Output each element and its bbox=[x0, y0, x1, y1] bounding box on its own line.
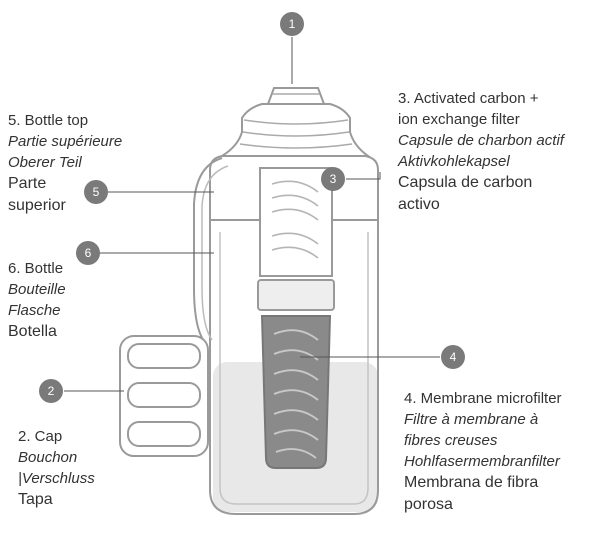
callout-6: 6 bbox=[76, 241, 100, 265]
callout-number: 3 bbox=[330, 172, 337, 186]
label-french: Partie supérieure bbox=[8, 133, 123, 150]
label-title-cont: ion exchange filter bbox=[398, 111, 520, 128]
label-title: 2. Cap bbox=[18, 428, 63, 445]
label-spanish-cont: superior bbox=[8, 197, 66, 214]
label-title: 6. Bottle bbox=[8, 260, 64, 277]
membrane-filter bbox=[260, 315, 332, 469]
label-spanish: Botella bbox=[8, 323, 57, 340]
filter-connector bbox=[257, 279, 335, 311]
cap bbox=[119, 335, 209, 457]
label-french: Bouteille bbox=[8, 281, 66, 298]
label-bottle-top: 5. Bottle top Partie supérieure Oberer T… bbox=[8, 110, 122, 217]
carry-strap-inner bbox=[201, 165, 229, 341]
label-german: Oberer Teil bbox=[8, 154, 82, 171]
label-spanish: Parte bbox=[8, 175, 47, 192]
callout-number: 2 bbox=[48, 384, 55, 398]
carbon-filter-pattern bbox=[271, 180, 319, 259]
label-spanish-cont: activo bbox=[398, 196, 440, 213]
callout-badge bbox=[84, 180, 108, 204]
label-german: |Verschluss bbox=[18, 470, 95, 487]
leader-lines bbox=[64, 37, 440, 392]
callout-number: 6 bbox=[85, 246, 92, 260]
callout-badge bbox=[321, 167, 345, 191]
label-french: Capsule de charbon actif bbox=[398, 132, 564, 149]
carry-strap bbox=[193, 157, 223, 345]
label-french: Bouchon bbox=[18, 449, 78, 466]
label-french-cont: fibres creuses bbox=[404, 432, 498, 449]
membrane-filter-pattern bbox=[273, 329, 319, 459]
label-carbon-filter: 3. Activated carbon + ion exchange filte… bbox=[398, 88, 564, 216]
mouthpiece bbox=[266, 87, 326, 105]
thread-2 bbox=[242, 131, 350, 137]
label-membrane-filter: 4. Membrane microfilter Filtre à membran… bbox=[404, 388, 562, 516]
label-title: 4. Membrane microfilter bbox=[404, 390, 562, 407]
callout-badge bbox=[39, 379, 63, 403]
callout-5: 5 bbox=[84, 180, 108, 204]
callout-badge bbox=[76, 241, 100, 265]
label-french: Filtre à membrane à bbox=[404, 411, 539, 428]
carbon-filter-capsule bbox=[259, 167, 333, 277]
callout-number: 4 bbox=[450, 350, 457, 364]
callout-3: 3 bbox=[321, 167, 345, 191]
callout-number: 5 bbox=[93, 185, 100, 199]
callout-number: 1 bbox=[289, 17, 296, 31]
thread-3 bbox=[239, 143, 353, 149]
bottle-body bbox=[209, 155, 379, 515]
bottle-inner-wall bbox=[219, 232, 369, 505]
label-cap: 2. Cap Bouchon |Verschluss Tapa bbox=[18, 426, 95, 511]
callout-badge bbox=[441, 345, 465, 369]
label-spanish: Tapa bbox=[18, 491, 53, 508]
bottle-top bbox=[218, 103, 372, 157]
label-spanish: Capsula de carbon bbox=[398, 174, 533, 191]
callout-1: 1 bbox=[280, 12, 304, 36]
cap-slot-2 bbox=[127, 382, 201, 408]
callout-2: 2 bbox=[39, 379, 63, 403]
label-german: Hohlfasermembranfilter bbox=[404, 453, 560, 470]
label-spanish-cont: porosa bbox=[404, 496, 453, 513]
label-german: Aktivkohlekapsel bbox=[398, 153, 510, 170]
label-bottle: 6. Bottle Bouteille Flasche Botella bbox=[8, 258, 66, 343]
label-german: Flasche bbox=[8, 302, 61, 319]
callout-badge bbox=[280, 12, 304, 36]
leader-3 bbox=[346, 172, 381, 180]
callout-4: 4 bbox=[441, 345, 465, 369]
cap-slot-1 bbox=[127, 343, 201, 369]
label-title: 3. Activated carbon + bbox=[398, 90, 539, 107]
label-title: 5. Bottle top bbox=[8, 112, 89, 129]
label-spanish: Membrana de fibra bbox=[404, 474, 539, 491]
thread-1 bbox=[243, 119, 349, 125]
cap-slot-3 bbox=[127, 421, 201, 447]
